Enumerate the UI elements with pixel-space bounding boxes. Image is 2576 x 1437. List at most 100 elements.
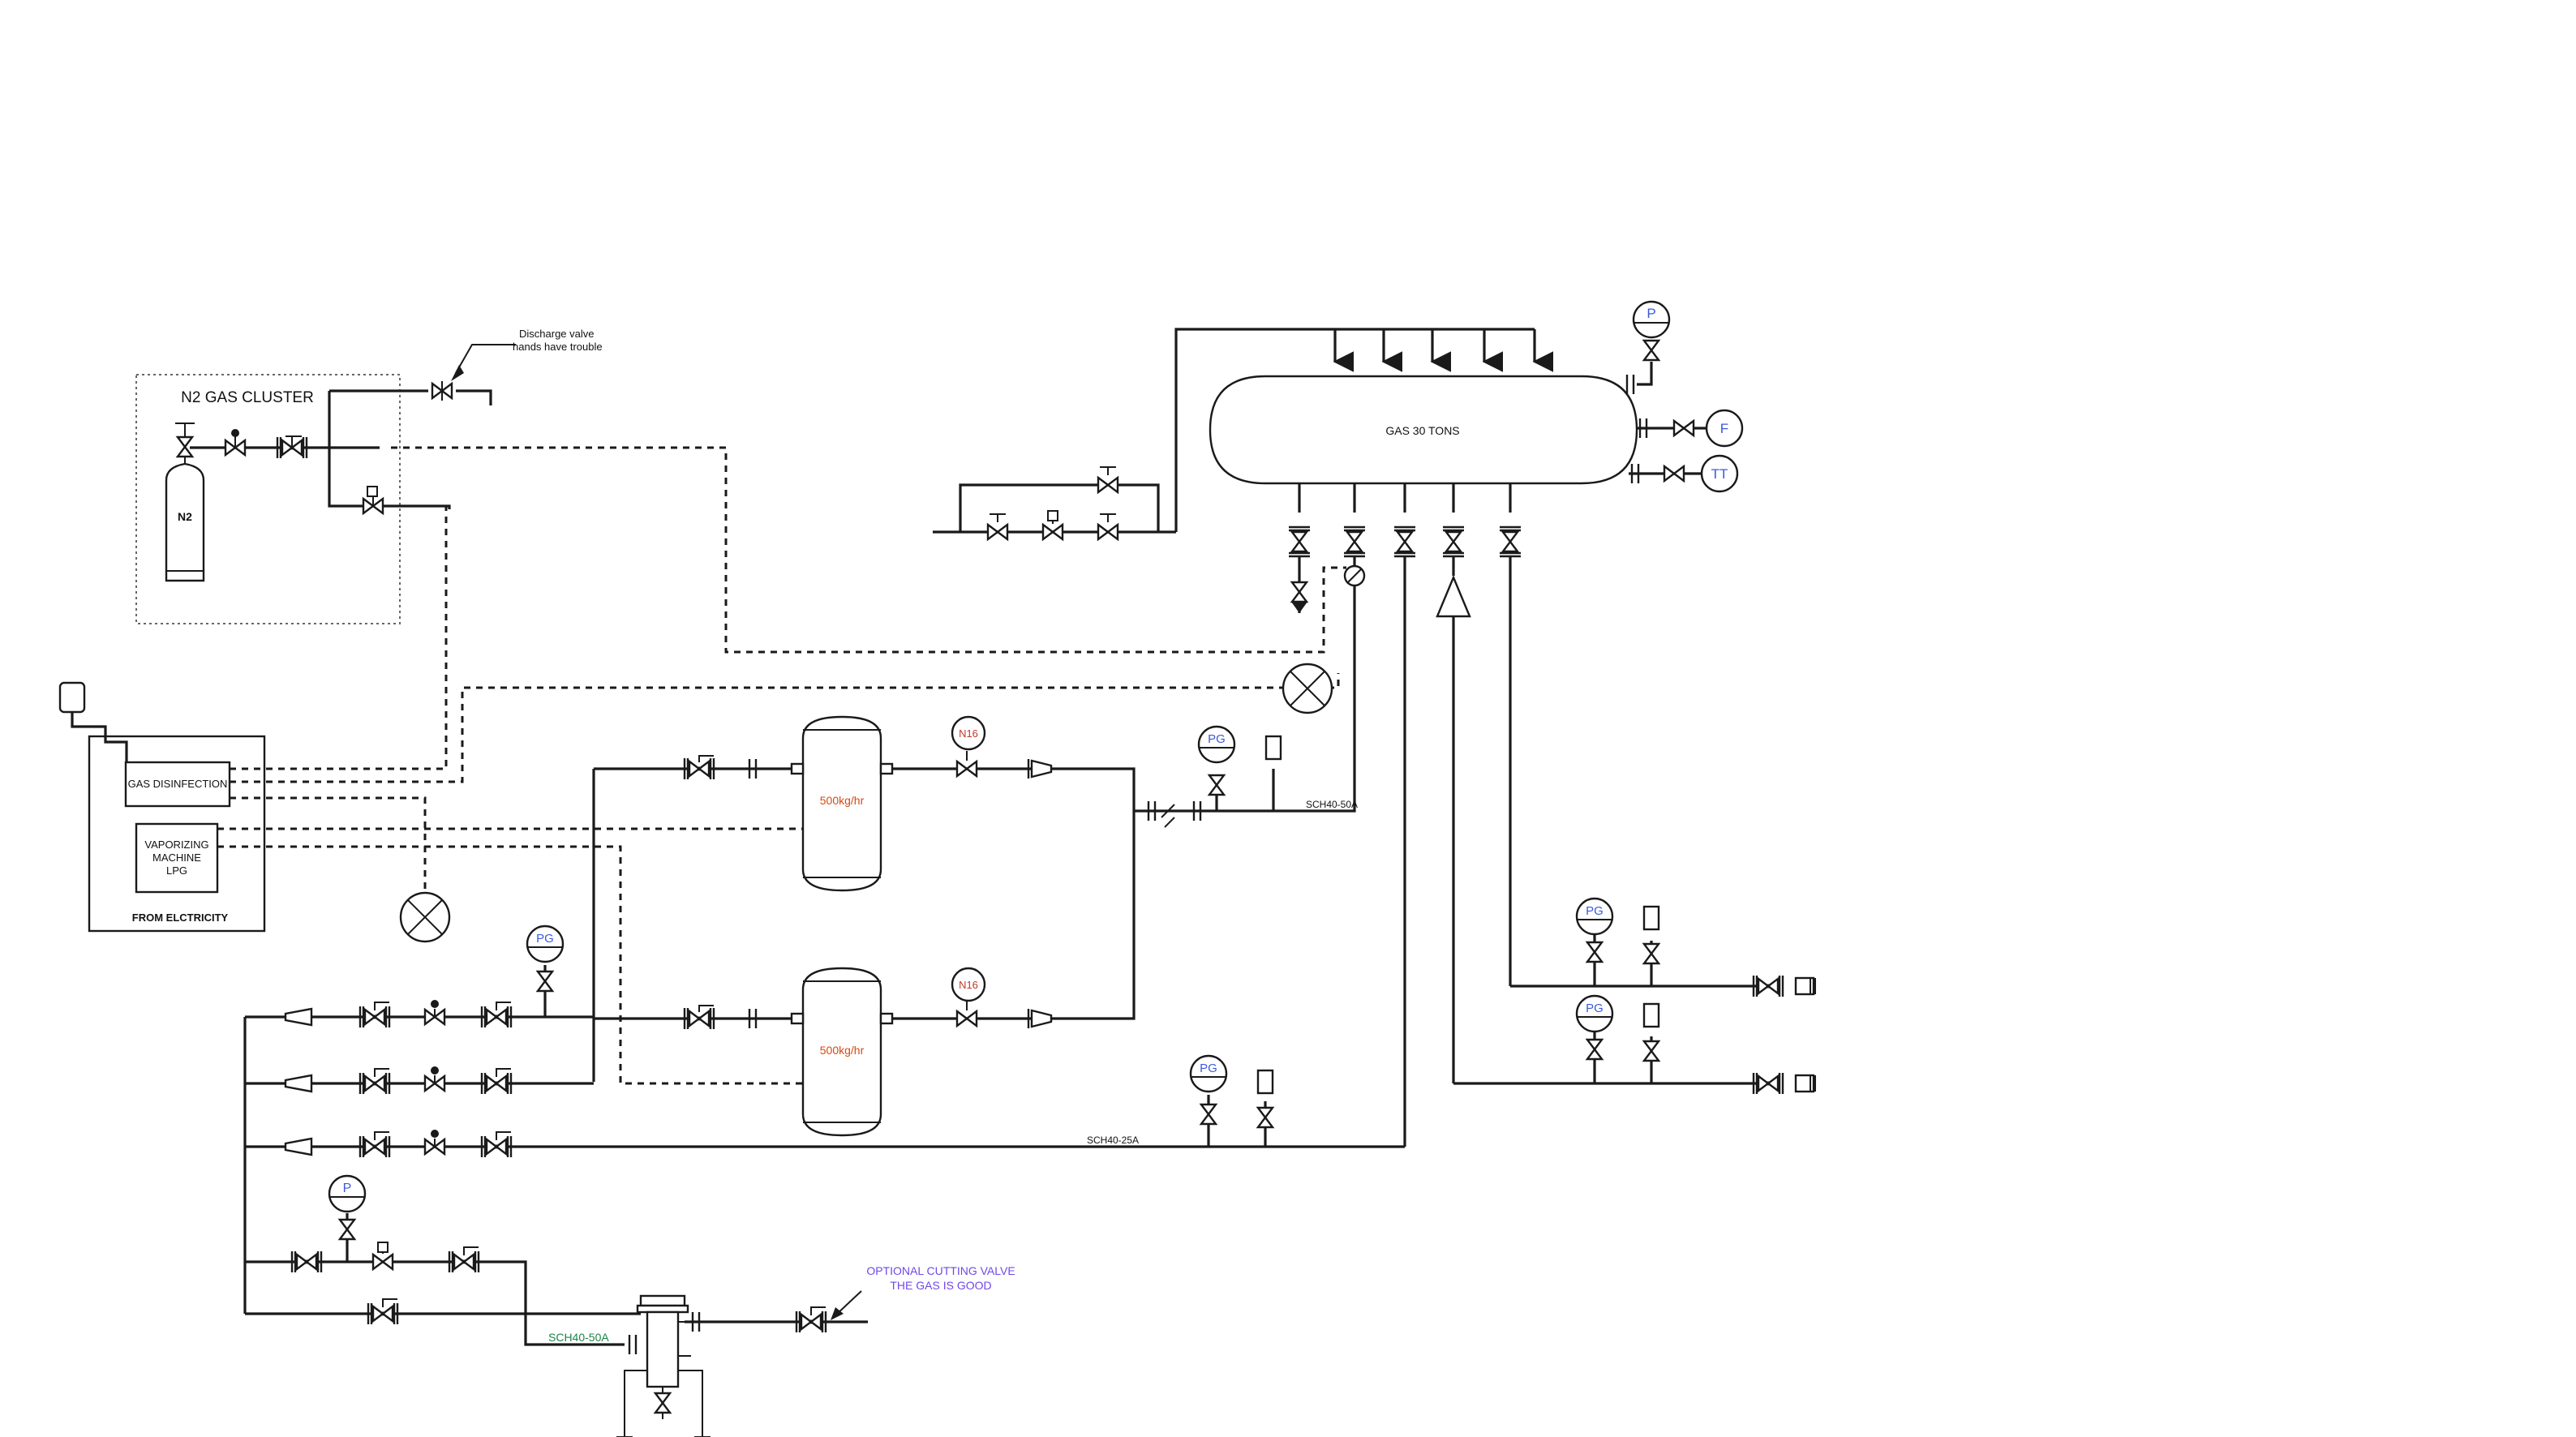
pipe-spec-filter: SCH40-50A (548, 1331, 609, 1344)
signal-line-disinfection (230, 796, 427, 892)
from-electricity-label: FROM ELCTRICITY (132, 912, 229, 924)
return-pg-valve[interactable] (1208, 774, 1226, 796)
vaporizer-vessel-lower (801, 967, 882, 1137)
outlet-lower-pressure-gauge (1575, 994, 1614, 1033)
n16-indicator-upper (951, 715, 986, 751)
alarm-indicator-right (1282, 663, 1333, 714)
equipment-enclosure (88, 735, 266, 933)
pipe-spec-return: SCH40-50A (1306, 799, 1358, 810)
return-indicator (1264, 735, 1282, 761)
outlet-upper-pressure-gauge (1575, 897, 1614, 936)
n16-indicator-lower (951, 967, 986, 1002)
gas-disinfection-label: GAS DISINFECTION (128, 778, 228, 790)
vessel-lower-check-valve[interactable] (1027, 1007, 1053, 1030)
vaporizer-vessel-upper (801, 715, 882, 892)
tank-outlet-4-valve[interactable] (1441, 525, 1466, 558)
vaporizing-machine-box (135, 822, 219, 894)
bypass-valve-3[interactable] (1097, 523, 1119, 541)
vaporizing-label-2: MACHINE (152, 851, 201, 864)
pipe-spec-line3: SCH40-25A (1087, 1135, 1139, 1146)
tank-tt-valve[interactable] (1663, 465, 1685, 483)
discharge-note-line2: hands have trouble (513, 341, 603, 353)
vessel-lower-outlet-valve[interactable] (955, 1010, 978, 1027)
vessel-upper-outlet-valve[interactable] (955, 760, 978, 778)
tank-pressure-gauge (1632, 300, 1671, 339)
signal-line-vaporizer-2 (217, 845, 803, 1085)
manifold-reducer-2 (284, 1074, 313, 1093)
manifold-pg-valve[interactable] (536, 970, 554, 993)
pump (1436, 574, 1471, 618)
signal-line-tank (230, 673, 1340, 783)
bypass-valve-top[interactable] (1097, 476, 1119, 494)
tank-drain-valve[interactable] (1290, 581, 1308, 603)
n2-cluster-box (135, 374, 401, 624)
signal-line-n2 (230, 506, 448, 770)
manifold-reducer-3 (284, 1137, 313, 1156)
outlet-upper-indicator (1642, 905, 1660, 931)
tank-flow-indicator (1705, 409, 1744, 448)
outlet-lower-pg-label: PG (1586, 1002, 1604, 1015)
gas-disinfection-box (124, 761, 231, 808)
tank-outlet-5-valve[interactable] (1498, 525, 1522, 558)
gas-tank-label: GAS 30 TONS (1385, 424, 1459, 437)
n16-upper-label: N16 (959, 727, 978, 740)
bypass-valve-2[interactable] (1041, 523, 1064, 541)
regulator-valve[interactable] (371, 1253, 394, 1271)
discharge-note-line1: Discharge valve (519, 328, 595, 340)
line3-pg-valve[interactable] (1200, 1103, 1217, 1126)
filter-drain-valve[interactable] (654, 1392, 672, 1414)
outlet-upper-pg-valve[interactable] (1586, 941, 1604, 963)
regulator-p-label: P (343, 1182, 352, 1195)
manifold-pg-label: PG (536, 932, 554, 946)
line3-indicator-valve[interactable] (1256, 1106, 1274, 1129)
outlet-upper-coupler (1794, 976, 1816, 996)
manifold-reducer-1 (284, 1007, 313, 1027)
n2-cylinder-label: N2 (178, 510, 192, 523)
signal-line-n2-tank (391, 446, 1346, 654)
optional-note-line2: THE GAS IS GOOD (890, 1279, 991, 1292)
outlet-upper-pg-label: PG (1586, 904, 1604, 918)
line3-indicator (1256, 1069, 1274, 1095)
expansion-vessel (58, 681, 86, 714)
vessel-upper-rate: 500kg/hr (820, 794, 865, 807)
tank-flow-label: F (1720, 421, 1728, 436)
tank-f-valve[interactable] (1672, 419, 1695, 437)
outlet-upper-indicator-valve[interactable] (1642, 942, 1660, 965)
valve-handwheel (231, 429, 239, 437)
outlet-lower-indicator-valve[interactable] (1642, 1040, 1660, 1062)
outlet-lower-indicator (1642, 1002, 1660, 1028)
regulator-line-valve-a[interactable] (290, 1250, 323, 1274)
tank-p-valve[interactable] (1642, 339, 1660, 362)
tank-temperature-label: TT (1711, 466, 1728, 482)
manifold-pressure-gauge (526, 924, 565, 963)
line3-pressure-gauge (1189, 1054, 1228, 1093)
tank-outlet-3-valve[interactable] (1393, 525, 1417, 558)
tank-pressure-label: P (1646, 306, 1655, 321)
outlet-upper-valve[interactable] (1752, 974, 1784, 998)
tank-temperature-transmitter (1700, 454, 1739, 493)
tank-outlet-1-valve[interactable] (1287, 525, 1312, 558)
n2-cluster-title: N2 GAS CLUSTER (181, 389, 314, 406)
outlet-lower-coupler (1794, 1074, 1816, 1093)
line3-pg-label: PG (1200, 1062, 1217, 1075)
tank-outlet-2-ball-valve[interactable] (1343, 564, 1366, 587)
tank-outlet-2-valve[interactable] (1342, 525, 1367, 558)
alarm-indicator-left (399, 891, 451, 943)
vessel-lower-rate: 500kg/hr (820, 1044, 865, 1057)
return-pressure-gauge (1197, 725, 1236, 764)
vaporizing-label-1: VAPORIZING (144, 839, 208, 851)
return-pg-label: PG (1208, 732, 1226, 746)
outlet-lower-valve[interactable] (1752, 1071, 1784, 1096)
bypass-valve-1[interactable] (986, 523, 1009, 541)
n16-lower-label: N16 (959, 979, 978, 991)
gas-filter (616, 1294, 711, 1437)
optional-note-line1: OPTIONAL CUTTING VALVE (866, 1264, 1015, 1277)
vaporizing-label-3: LPG (166, 864, 187, 877)
gas-tank (1209, 375, 1638, 485)
vessel-upper-check-valve[interactable] (1027, 757, 1053, 780)
outlet-lower-pg-valve[interactable] (1586, 1038, 1604, 1061)
regulator-pressure-gauge (328, 1174, 367, 1213)
regulator-p-valve[interactable] (338, 1218, 356, 1241)
